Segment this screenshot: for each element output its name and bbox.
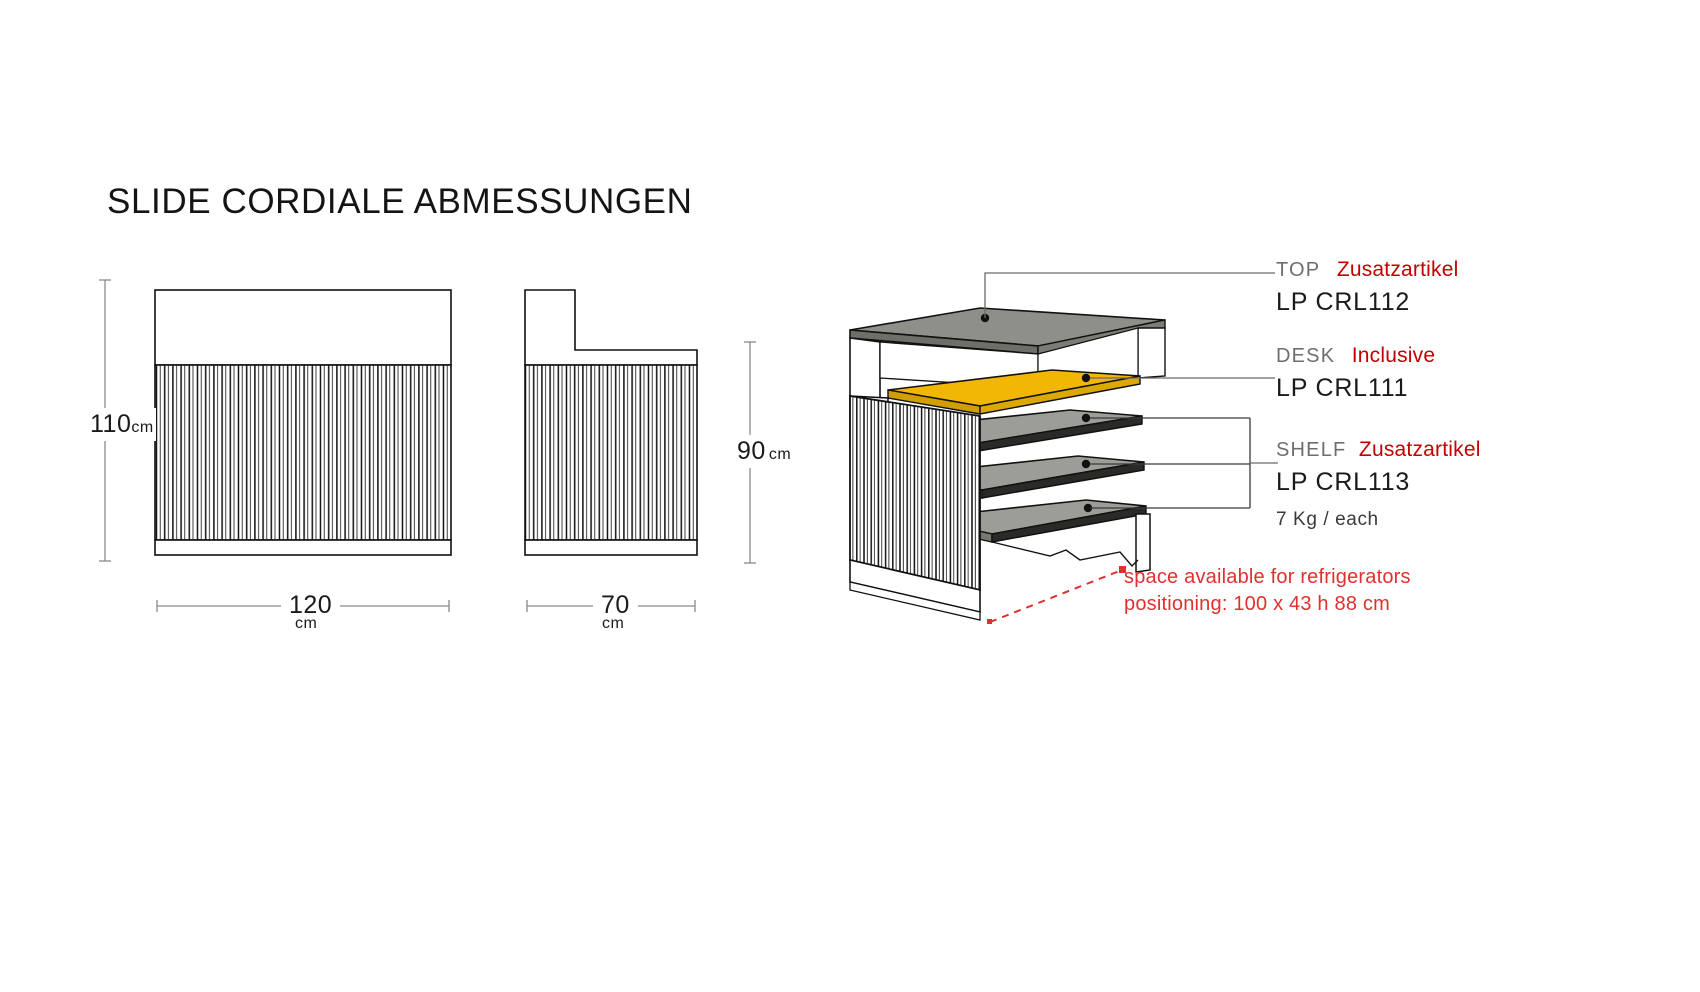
annotation-top-key: TOP xyxy=(1276,259,1321,281)
annotation-desk-code: LP CRL111 xyxy=(1276,374,1409,402)
leader-line-top xyxy=(984,272,1275,318)
annotation-shelf-key: SHELF xyxy=(1276,439,1347,461)
leader-dot-shelf-2 xyxy=(1081,459,1091,469)
leader-dot-shelf-1 xyxy=(1081,413,1091,423)
front-plinth xyxy=(154,539,452,556)
annotation-shelf-sub: 7 Kg / each xyxy=(1276,509,1379,530)
front-elevation-drawing xyxy=(90,275,490,575)
shelf-2-edge-right xyxy=(981,461,1145,499)
front-top-band xyxy=(154,289,452,366)
refrigerator-callout-line xyxy=(980,530,1210,640)
page-title: SLIDE CORDIALE ABMESSUNGEN xyxy=(107,182,693,221)
front-height-label: 110cm xyxy=(88,408,156,441)
leader-dot-shelf-3 xyxy=(1083,503,1093,513)
annotation-desk-row: DESK Inclusive xyxy=(1276,344,1435,368)
annotation-top-code: LP CRL112 xyxy=(1276,288,1411,316)
front-width-unit: cm xyxy=(295,615,318,632)
front-width-label: 120 xyxy=(281,591,341,620)
iso-right-leg xyxy=(1135,513,1151,573)
side-height-unit: cm xyxy=(768,446,792,463)
annotation-top-row: TOP Zusatzartikel xyxy=(1276,258,1458,282)
side-height-value: 90 xyxy=(737,437,766,465)
front-height-unit: cm xyxy=(131,419,154,436)
annotation-desk-key: DESK xyxy=(1276,345,1336,367)
perspective-drawing xyxy=(820,260,1220,640)
iso-floor-contour xyxy=(991,541,1139,568)
side-plinth xyxy=(524,539,698,556)
iso-base-edge xyxy=(849,581,981,621)
front-height-value: 110 xyxy=(90,410,132,438)
annotation-shelf-row: SHELF Zusatzartikel xyxy=(1276,438,1481,462)
annotation-top: TOP Zusatzartikel LP CRL112 xyxy=(1276,258,1458,317)
refrigerator-note: space available for refrigerators positi… xyxy=(1124,564,1411,618)
annotation-desk-value: Inclusive xyxy=(1351,344,1436,367)
side-depth-unit: cm xyxy=(602,615,625,632)
side-top-profile xyxy=(524,289,698,366)
front-ribbed-body xyxy=(154,364,452,541)
leader-dot-desk xyxy=(1081,373,1091,383)
desk-edge-right xyxy=(979,375,1141,415)
annotation-top-value: Zusatzartikel xyxy=(1336,258,1459,281)
side-elevation-drawing xyxy=(500,275,760,575)
annotation-shelf-code: LP CRL113 xyxy=(1276,468,1411,496)
callout-dashed-line xyxy=(989,569,1123,623)
upper-left-panel xyxy=(849,337,881,401)
refrigerator-note-line1: space available for refrigerators xyxy=(1124,566,1411,588)
side-depth-label: 70 xyxy=(593,591,638,620)
refrigerator-note-line2: positioning: 100 x 43 h 88 cm xyxy=(1124,593,1390,615)
annotation-shelf: SHELF Zusatzartikel LP CRL113 7 Kg / eac… xyxy=(1276,438,1481,531)
side-ribbed-body xyxy=(524,364,698,541)
annotation-shelf-value: Zusatzartikel xyxy=(1358,438,1481,461)
leader-lines xyxy=(960,255,1380,555)
callout-start-dot xyxy=(987,619,992,624)
annotation-desk: DESK Inclusive LP CRL111 xyxy=(1276,344,1435,403)
callout-endpoint-dot xyxy=(1119,566,1126,573)
